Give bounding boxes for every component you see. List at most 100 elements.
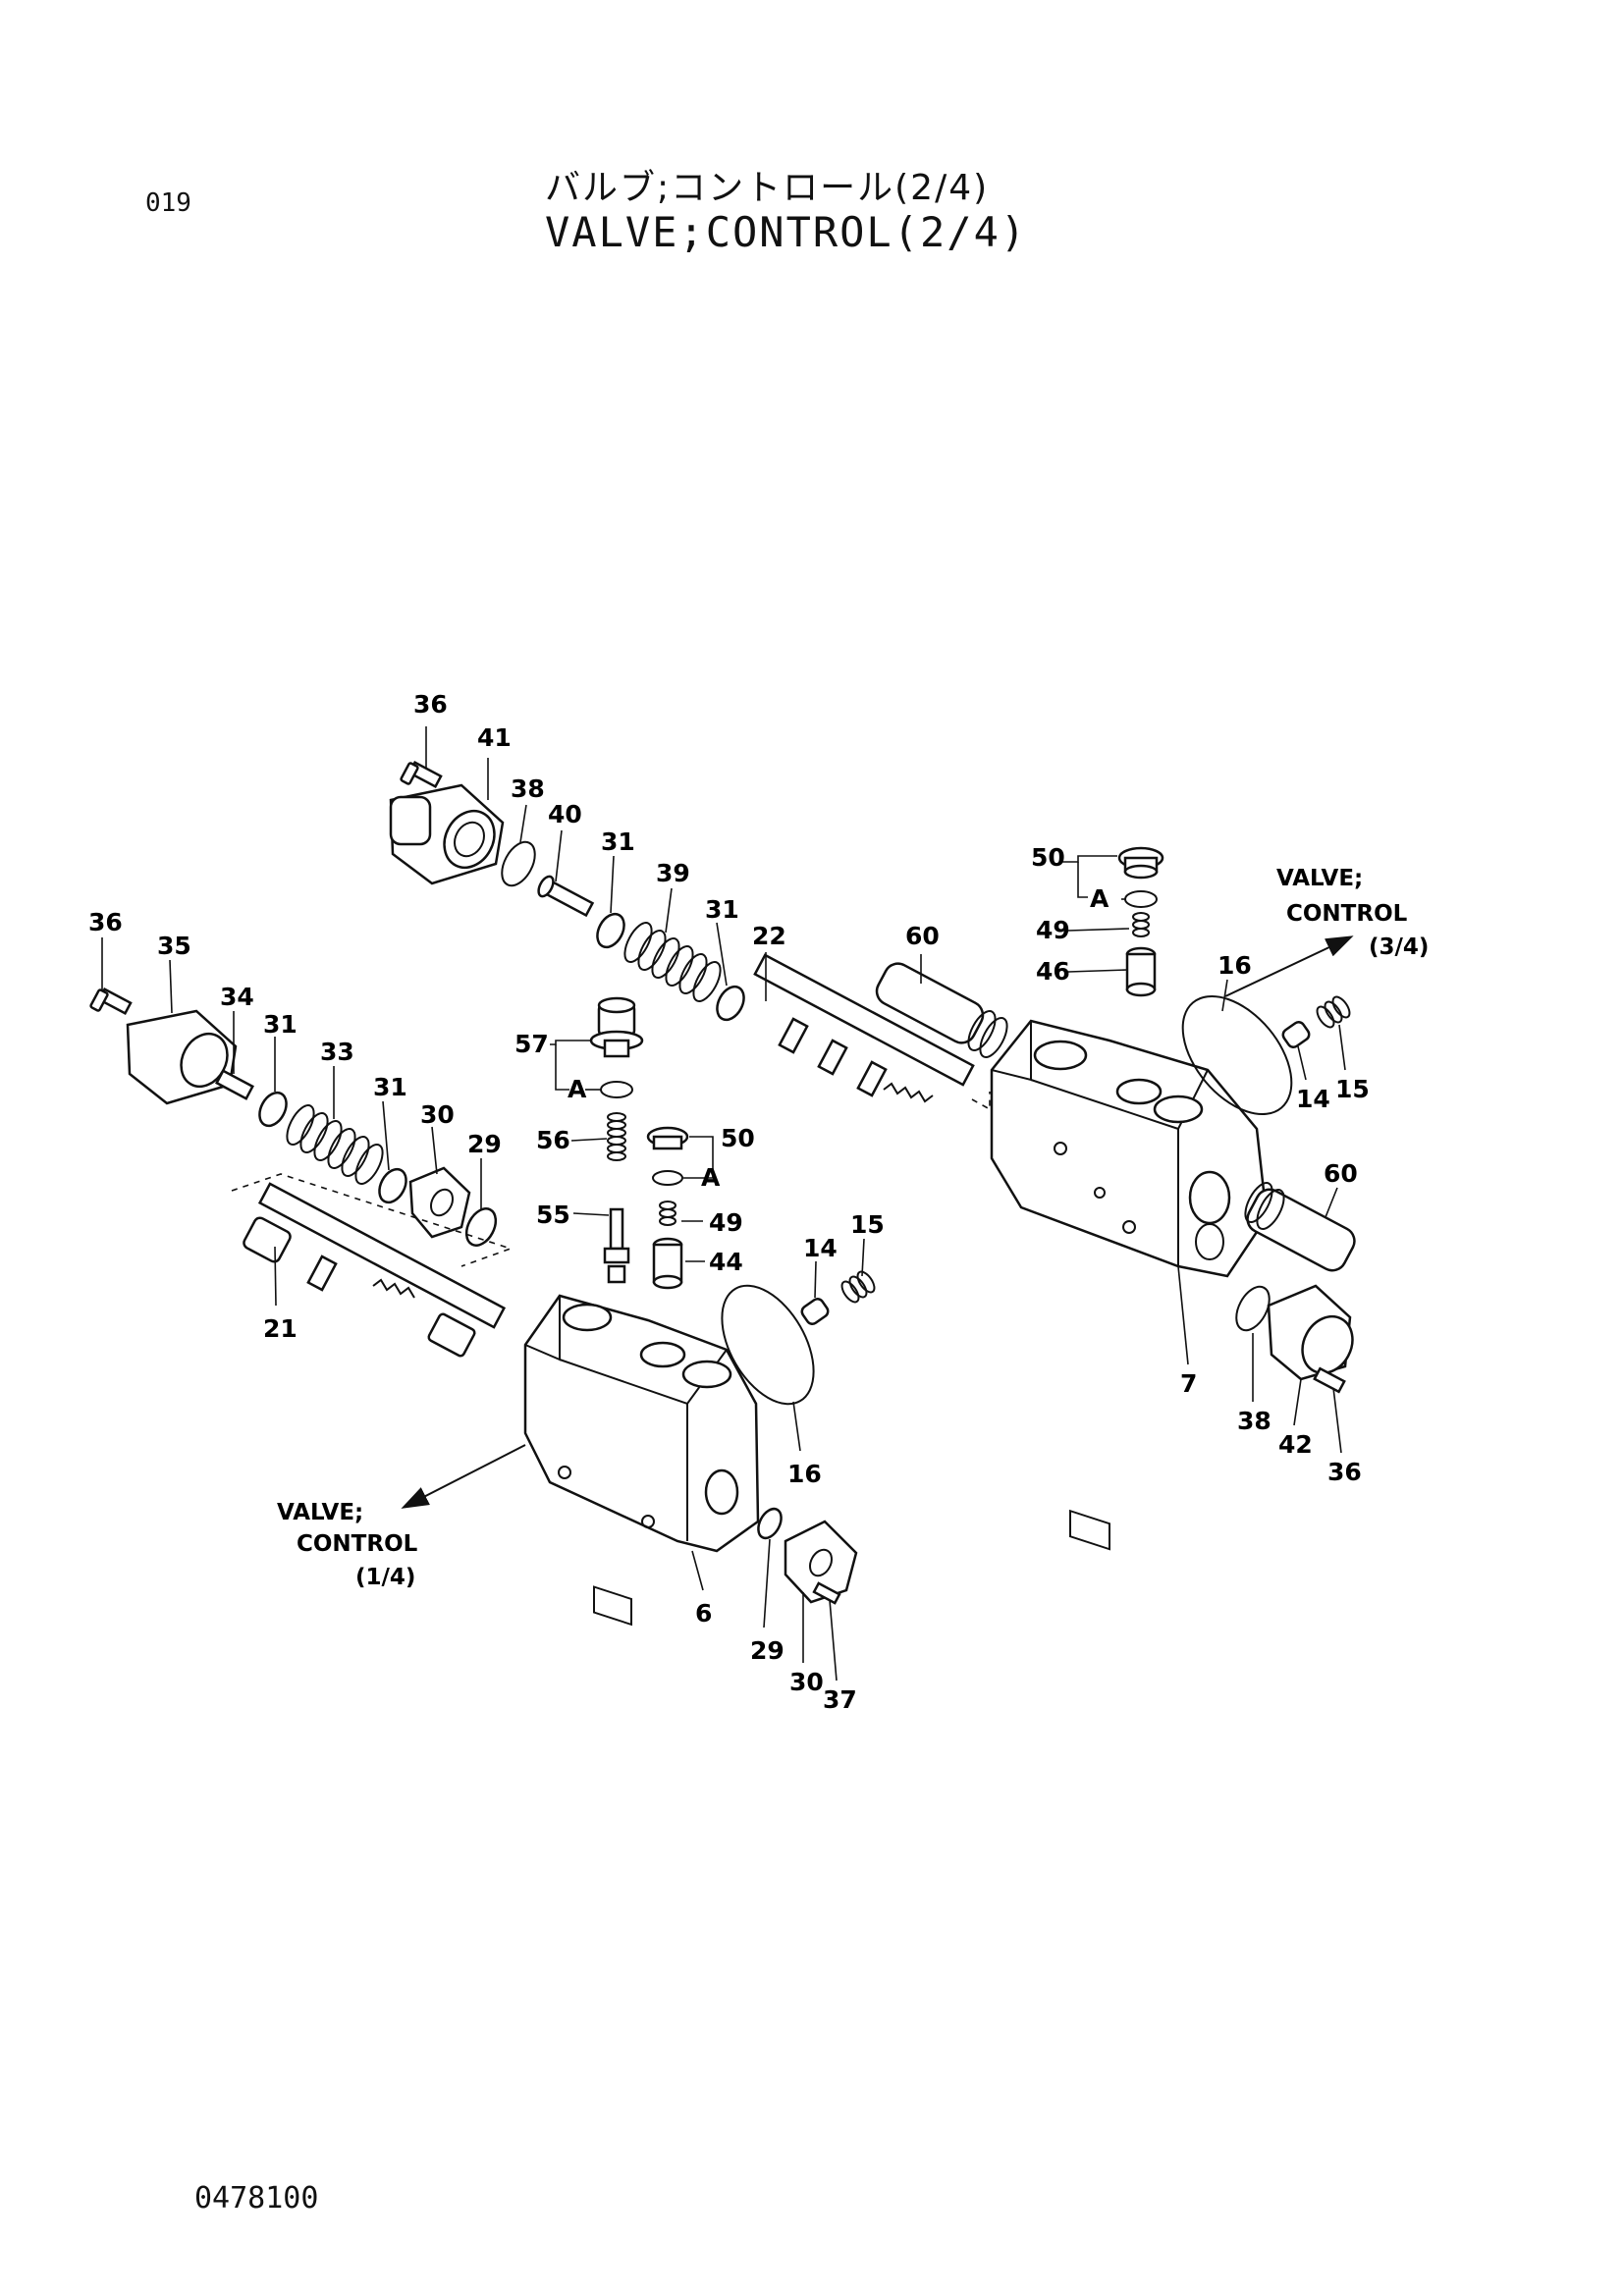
callout-34: 34: [220, 983, 254, 1011]
spring-15-upper: [1316, 995, 1351, 1029]
callout-29: 29: [750, 1636, 784, 1665]
callout-7: 7: [1180, 1369, 1197, 1398]
callout-36: 36: [413, 690, 448, 719]
callout-46: 46: [1036, 957, 1070, 986]
callout-44: 44: [709, 1248, 743, 1276]
spring-15-lower: [840, 1270, 876, 1304]
callout-a: A: [1090, 884, 1109, 913]
callout-15: 15: [850, 1210, 885, 1239]
arrow-to-control-3-4: [1224, 935, 1354, 997]
screw-37: [812, 1581, 841, 1605]
callout-33: 33: [320, 1038, 354, 1066]
callout-29: 29: [467, 1130, 502, 1158]
callout-31: 31: [705, 895, 739, 924]
callout-49: 49: [1036, 916, 1070, 944]
callout-40: 40: [548, 800, 582, 828]
spring-49-upper: [1132, 912, 1150, 937]
seal-29-left: [464, 1207, 498, 1247]
callout-a: A: [701, 1163, 721, 1192]
callout-50: 50: [1031, 843, 1065, 872]
seal-29-lower: [757, 1507, 783, 1540]
alignment-dashed-lower: [231, 1173, 514, 1267]
plug-50-lower: [646, 1126, 689, 1150]
plug-57: [589, 996, 644, 1058]
stopper-34: [215, 1069, 254, 1100]
callout-39: 39: [656, 859, 690, 887]
callout-35: 35: [157, 932, 191, 960]
ref-1-4-line2: CONTROL: [297, 1531, 418, 1557]
bolt-36-left: [89, 987, 133, 1016]
callout-36: 36: [1327, 1458, 1362, 1486]
sleeve-14-upper: [1281, 1021, 1311, 1048]
o-ring-a-lower: [652, 1170, 683, 1186]
reference-control-1-4: VALVE; CONTROL (1/4): [277, 1500, 418, 1590]
retainer-31-b: [716, 985, 745, 1022]
callout-labels: 36 41 38 40 31 39 31 22 60 50 A 49 46 16…: [88, 690, 1370, 1714]
callout-22: 22: [752, 922, 786, 950]
plate-30-left: [408, 1166, 471, 1239]
callout-50: 50: [721, 1124, 755, 1152]
reference-control-3-4: VALVE; CONTROL (3/4): [1276, 866, 1429, 960]
relief-valve-60-right: [1244, 1182, 1356, 1272]
spring-39: [623, 922, 722, 1002]
callout-38: 38: [511, 774, 545, 803]
callout-31: 31: [263, 1010, 298, 1039]
callout-15: 15: [1335, 1075, 1370, 1103]
title-english: VALVE;CONTROL(2/4): [545, 208, 1028, 256]
poppet-44: [652, 1237, 683, 1290]
spring-33: [286, 1104, 384, 1185]
ref-1-4-line1: VALVE;: [277, 1500, 363, 1525]
callout-31: 31: [601, 828, 635, 856]
callout-60: 60: [1324, 1159, 1358, 1188]
callout-31: 31: [373, 1073, 407, 1101]
ref-3-4-line1: VALVE;: [1276, 866, 1363, 891]
o-ring-16-lower: [721, 1284, 815, 1406]
page-number: 019: [145, 188, 191, 218]
o-ring-a-57: [600, 1081, 633, 1098]
callout-6: 6: [695, 1599, 712, 1628]
plug-50-upper: [1117, 846, 1164, 880]
lower-spool-assembly: [89, 987, 876, 1627]
spool-21: [243, 1182, 507, 1358]
o-ring-38-upper: [501, 840, 536, 887]
leader-lines: [101, 726, 1346, 1682]
callout-56: 56: [536, 1126, 570, 1154]
ref-3-4-line3: (3/4): [1369, 934, 1429, 960]
callout-41: 41: [477, 723, 512, 752]
callout-30: 30: [789, 1668, 824, 1696]
ref-1-4-line3: (1/4): [355, 1565, 415, 1590]
callout-55: 55: [536, 1201, 570, 1229]
cover-42: [1267, 1284, 1354, 1381]
bolt-36-upper: [400, 760, 443, 789]
spool-22: [753, 953, 975, 1103]
retainer-31-c: [258, 1091, 288, 1128]
sleeve-14-lower: [800, 1298, 830, 1325]
spring-56: [607, 1112, 626, 1161]
callout-30: 30: [420, 1100, 455, 1129]
relief-valve-60-upper: [875, 962, 1008, 1058]
ref-3-4-line2: CONTROL: [1286, 901, 1408, 927]
retainer-31-a: [596, 912, 625, 949]
callout-49: 49: [709, 1208, 743, 1237]
callout-a: A: [568, 1075, 587, 1103]
upper-spool-assembly: [389, 760, 1356, 1551]
arrow-to-control-1-4: [401, 1444, 526, 1509]
callout-60: 60: [905, 922, 940, 950]
callout-36: 36: [88, 908, 123, 936]
o-ring-16-upper: [1181, 994, 1293, 1116]
valve-housing-7: [990, 1019, 1269, 1551]
spring-49-lower: [659, 1201, 676, 1226]
document-code: 0478100: [194, 2181, 319, 2216]
valve-housing-6: [523, 1294, 760, 1627]
callout-21: 21: [263, 1314, 298, 1343]
cover-41: [389, 783, 505, 885]
callout-57: 57: [514, 1030, 549, 1058]
o-ring-a-upper: [1124, 890, 1158, 908]
callout-16: 16: [1217, 951, 1252, 980]
callout-14: 14: [1296, 1085, 1330, 1113]
poppet-46: [1125, 946, 1157, 997]
o-ring-38-lower: [1235, 1285, 1271, 1332]
plunger-55: [603, 1207, 630, 1284]
cover-35: [126, 1009, 238, 1105]
